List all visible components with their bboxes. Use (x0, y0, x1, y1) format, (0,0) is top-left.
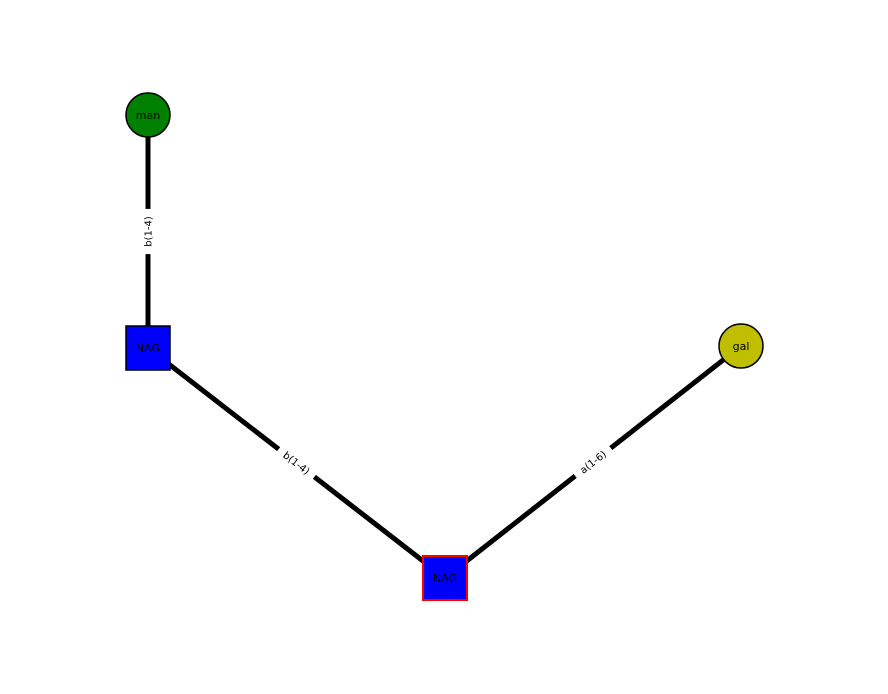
edge-label-bg (274, 443, 319, 483)
edge-label-man-nag1: b(1-4) (144, 216, 155, 247)
edge-label-group-nag2-gal: a(1-6) (570, 442, 616, 482)
node-label-man: man (136, 109, 160, 122)
node-label-gal: gal (733, 340, 750, 353)
node-nag1 (125, 325, 171, 371)
edge-label-bg (140, 208, 156, 255)
edge-label-group-man-nag1: b(1-4) (140, 208, 156, 255)
node-man (125, 92, 171, 138)
edge-label-group-nag1-nag2: b(1-4) (274, 443, 319, 483)
node-nag2 (422, 555, 468, 601)
node-label-nag2: NAG (433, 572, 457, 585)
edge-label-bg (570, 442, 616, 482)
node-gal (718, 323, 764, 369)
node-label-nag1: NAG (136, 342, 160, 355)
